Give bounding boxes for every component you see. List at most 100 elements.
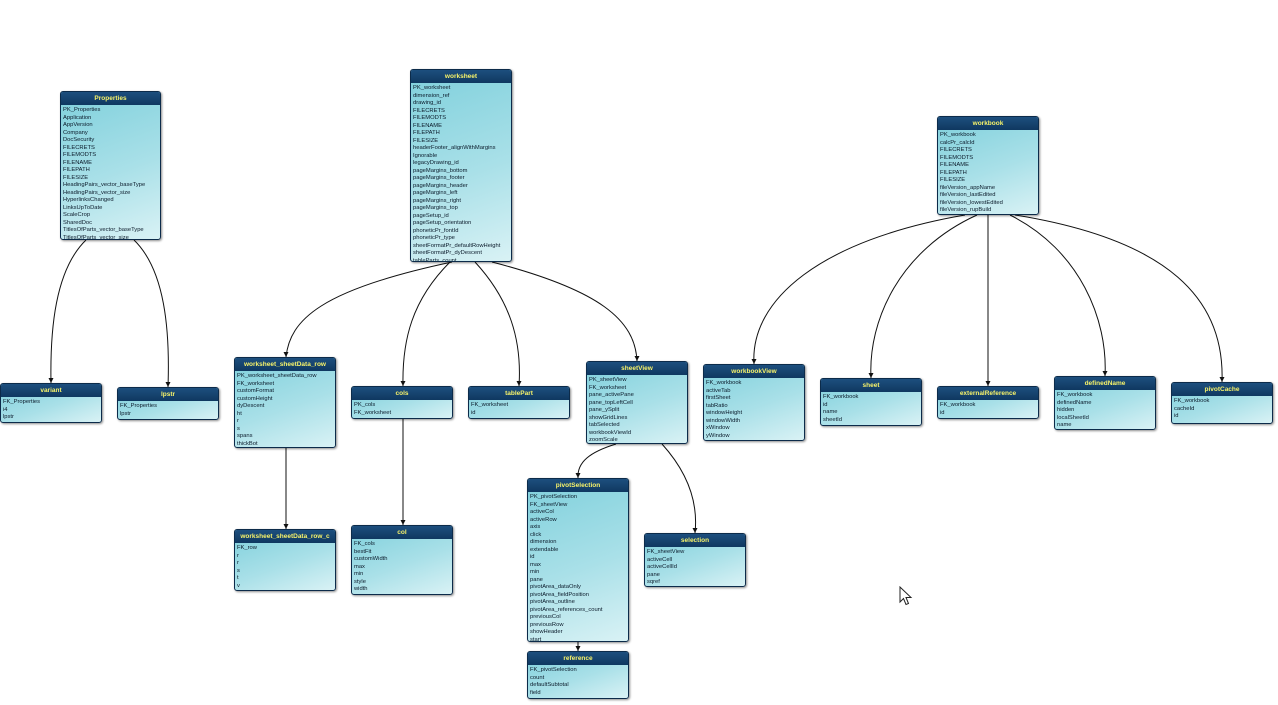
entity-field: sqref <box>647 579 660 585</box>
entity-field: ht <box>237 410 242 417</box>
entity-field: pageSetup_id <box>413 212 449 219</box>
entity-field: definedName <box>1057 399 1092 406</box>
entity-field: bestFit <box>354 548 372 555</box>
entity-field: phoneticPr_fontId <box>413 227 459 234</box>
relationship-line <box>870 214 978 379</box>
entity-title: definedName <box>1055 377 1155 390</box>
entity-field: tabRatio <box>706 402 728 409</box>
entity-field: FK_worksheet <box>589 384 627 391</box>
entity-field: field <box>530 689 541 696</box>
entity-field: pivotArea_references_count <box>530 606 603 613</box>
entity-title: worksheet_sheetData_row <box>235 358 335 371</box>
entity-field: activeCellId <box>647 564 677 570</box>
entity-field: pane_activePane <box>589 392 634 398</box>
entity-title: selection <box>645 534 745 547</box>
entity-field: name <box>823 409 838 415</box>
entity-field: cacheId <box>1174 405 1195 412</box>
entity-field: firstSheet <box>706 395 731 401</box>
relationship-line <box>474 261 520 387</box>
entity-field: customWidth <box>354 556 388 562</box>
entity-field: click <box>530 531 542 538</box>
entity-field: FK_Properties <box>120 403 158 409</box>
entity-field: xWindow <box>706 425 730 431</box>
relationship-line <box>285 261 453 358</box>
entity-field: customFormat <box>237 388 275 394</box>
entity-title: tablePart <box>469 387 569 400</box>
entity-field: FK_cols <box>354 541 375 547</box>
entity-field: FILECRETS <box>940 147 972 153</box>
entity-field: lpstr <box>3 414 14 420</box>
entity-field: tabSelected <box>589 422 620 428</box>
entity-title: workbook <box>938 117 1038 130</box>
entity-field: defaultSubtotal <box>530 682 569 688</box>
entity-field: pageMargins_top <box>413 205 458 211</box>
entity-field: FILECRETS <box>63 144 95 151</box>
entity-field: id <box>471 409 476 416</box>
entity-field: Ignorable <box>413 152 438 159</box>
entity-field: SharedDoc <box>63 219 93 226</box>
entity-field: drawing_id <box>413 100 442 106</box>
entity-field: thickBot <box>237 440 258 447</box>
entity-field: pageMargins_left <box>413 190 458 196</box>
entity-field: pivotArea_dataOnly <box>530 584 581 590</box>
relationship-line <box>50 239 87 384</box>
entity-field: r <box>237 560 239 566</box>
entity-field: dimension_ref <box>413 92 450 99</box>
entity-field: r <box>237 552 239 559</box>
entity-field: workbookViewId <box>589 429 632 436</box>
entity-field: activeTab <box>706 387 731 394</box>
relationship-line <box>661 443 697 534</box>
relationship-line <box>1009 214 1106 377</box>
entity-field: calcPr_calcId <box>940 139 975 146</box>
entity-field: i4 <box>3 406 8 413</box>
entity-field: id <box>1174 413 1179 419</box>
entity-field: FILEMODTS <box>940 154 974 161</box>
relationship-line <box>753 214 966 365</box>
entity-field: v <box>237 582 240 589</box>
entity-field: dimension <box>530 539 557 545</box>
entity-field: FK_worksheet <box>354 409 392 416</box>
entity-field: axis <box>530 524 541 530</box>
entity-field: r <box>237 418 239 424</box>
entity-field: PK_sheetView <box>589 377 627 383</box>
entity-field: min <box>354 571 364 577</box>
entity-field: width <box>354 586 368 592</box>
entity-field: sheetFormatPr_defaultRowHeight <box>413 242 501 249</box>
entity-field: min <box>530 569 540 575</box>
entity-field: FK_pivotSelection <box>530 667 577 673</box>
entity-title: worksheet <box>411 70 511 83</box>
entity-field: LinksUpToDate <box>63 204 103 211</box>
entity-field: FK_workbook <box>1057 392 1093 398</box>
entity-field: TitlesOfParts_vector_size <box>63 234 129 240</box>
entity-field: spans <box>237 433 253 439</box>
entity-title: sheet <box>821 379 921 392</box>
entity-field: PK_worksheet_sheetData_row <box>237 373 317 379</box>
entity-field: previousRow <box>530 621 564 628</box>
relationship-line <box>1014 214 1223 383</box>
